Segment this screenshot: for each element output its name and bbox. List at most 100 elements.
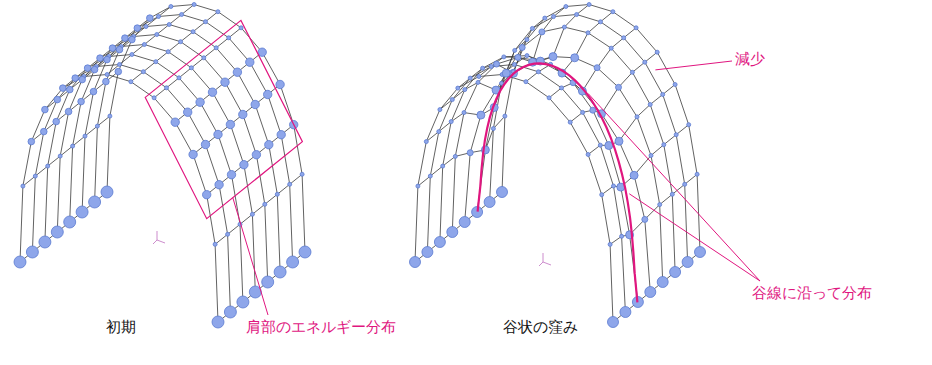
energy-dot (674, 133, 678, 137)
mesh-line (31, 72, 118, 142)
caption-label: 初期 (106, 318, 136, 336)
energy-dot (204, 20, 208, 24)
energy-dot (264, 90, 272, 98)
energy-dot (300, 172, 304, 176)
energy-dot (179, 40, 183, 44)
energy-dot (503, 114, 507, 118)
energy-dot (590, 107, 596, 113)
mesh-line (218, 252, 305, 322)
energy-dot (26, 246, 38, 258)
energy-dot (64, 216, 76, 228)
energy-dot (658, 203, 662, 207)
energy-dot (165, 86, 169, 90)
energy-dot (655, 50, 659, 54)
energy-dot (78, 98, 85, 105)
energy-dot (130, 53, 134, 57)
energy-dot (288, 182, 292, 186)
mesh-line (477, 27, 675, 272)
energy-dot (263, 202, 267, 206)
energy-dot (157, 15, 161, 19)
energy-dot (586, 153, 590, 157)
energy-dot (657, 277, 668, 288)
energy-dot (108, 114, 112, 118)
energy-dot (643, 60, 647, 64)
energy-dot (424, 140, 428, 144)
energy-dot (476, 80, 480, 84)
energy-dot (58, 154, 62, 158)
energy-dot (477, 111, 485, 119)
mesh-line (45, 40, 132, 110)
energy-dot (71, 144, 75, 148)
energy-dot (192, 3, 196, 7)
energy-dot (129, 36, 136, 43)
mesh-line (107, 5, 194, 75)
energy-dot (265, 141, 273, 149)
energy-dot (683, 182, 687, 186)
energy-dot (83, 134, 87, 138)
energy-dot (95, 124, 99, 128)
energy-dot (14, 256, 26, 268)
valley-line (478, 63, 638, 302)
energy-dot (447, 227, 458, 238)
energy-dot (226, 120, 234, 128)
energy-dot (184, 108, 192, 116)
energy-dot (208, 88, 216, 96)
mesh-line (45, 55, 243, 303)
energy-dot (79, 76, 86, 83)
energy-dot (568, 120, 572, 124)
energy-dot (468, 76, 472, 80)
energy-dot (277, 131, 285, 139)
energy-dot (515, 54, 521, 60)
annotation-label: 谷線に沿って分布 (752, 284, 872, 302)
mesh-line (549, 28, 636, 98)
mesh-line (23, 116, 110, 186)
energy-dot (202, 56, 206, 60)
energy-dot (562, 25, 566, 29)
energy-dot (543, 16, 547, 20)
caption-label: 谷状の窪み (503, 318, 578, 336)
energy-dot (196, 98, 204, 106)
energy-dot (642, 216, 648, 222)
energy-dot (620, 307, 631, 318)
energy-dot (42, 106, 49, 113)
energy-dot (525, 54, 529, 58)
energy-dot (456, 86, 460, 90)
axis-line (153, 231, 165, 244)
energy-dot (600, 193, 604, 197)
energy-dot (525, 38, 529, 42)
energy-dot (599, 20, 603, 24)
energy-dot (177, 76, 181, 80)
energy-dot (438, 108, 442, 112)
energy-dot (560, 86, 564, 90)
mesh-line (415, 75, 613, 323)
energy-dot (54, 96, 61, 103)
energy-dot (115, 68, 122, 75)
energy-dot (630, 171, 638, 179)
energy-dot (250, 212, 254, 216)
energy-dot (661, 93, 665, 97)
mesh-line (613, 252, 700, 322)
leader-line (233, 198, 268, 315)
energy-dot (648, 103, 652, 107)
energy-dot (76, 206, 88, 218)
axis-line (539, 253, 551, 266)
energy-dot (239, 26, 243, 30)
energy-dot (90, 88, 97, 95)
energy-dot (616, 84, 622, 90)
energy-dot (539, 29, 545, 35)
energy-dot (53, 118, 60, 125)
energy-dot (213, 242, 217, 246)
mesh-line (502, 5, 700, 253)
mesh-line (426, 72, 513, 142)
energy-dot (299, 246, 311, 258)
energy-dot (262, 276, 274, 288)
mesh-line (440, 56, 638, 302)
energy-dot (519, 45, 525, 51)
energy-dot (39, 236, 51, 248)
energy-dot (216, 10, 220, 14)
mesh-line (20, 75, 218, 323)
mesh-line (602, 125, 689, 195)
energy-dot (154, 60, 158, 64)
axis-marker (539, 253, 551, 266)
